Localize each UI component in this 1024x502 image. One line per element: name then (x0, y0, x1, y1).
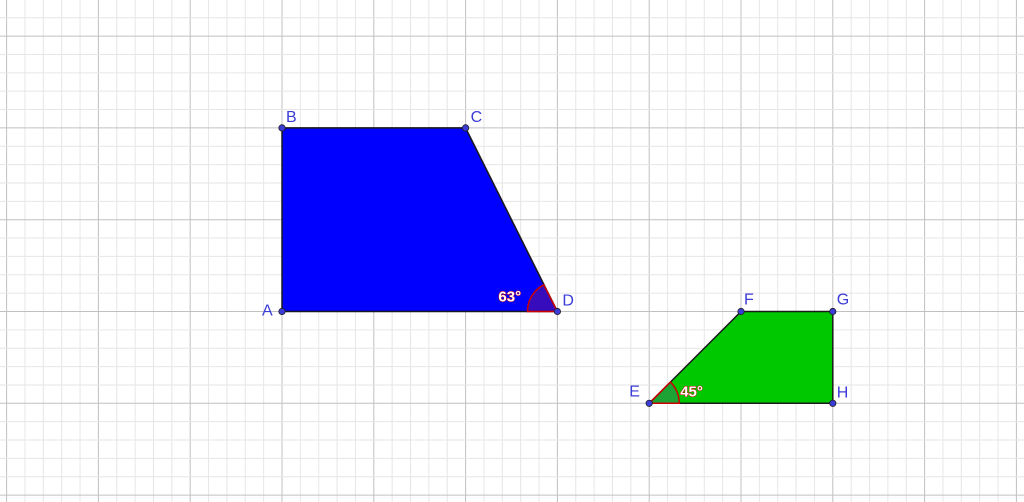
point-f[interactable] (737, 307, 745, 316)
point-label-e: E (629, 383, 640, 400)
point-b[interactable] (278, 124, 286, 132)
point-label-c: C (471, 109, 483, 126)
quadrilateral-abcd[interactable]: 63° A B C D (262, 109, 574, 320)
point-e[interactable] (645, 399, 653, 407)
point-label-a: A (262, 303, 273, 320)
angle-arc-d (526, 283, 559, 313)
point-a[interactable] (278, 307, 286, 316)
angle-label-d: 63° (498, 289, 521, 306)
point-label-b: B (286, 109, 297, 126)
point-label-g: G (837, 292, 849, 309)
point-h[interactable] (829, 399, 837, 407)
angle-label-e: 45° (680, 383, 703, 400)
point-g[interactable] (829, 307, 837, 316)
point-label-f: F (744, 292, 754, 309)
quadrilateral-efgh[interactable]: 45° E F G H (629, 292, 849, 407)
point-c[interactable] (461, 124, 470, 132)
point-label-d: D (562, 293, 574, 310)
point-d[interactable] (553, 307, 562, 316)
point-label-h: H (837, 384, 849, 401)
angle-arc-e (647, 381, 680, 405)
